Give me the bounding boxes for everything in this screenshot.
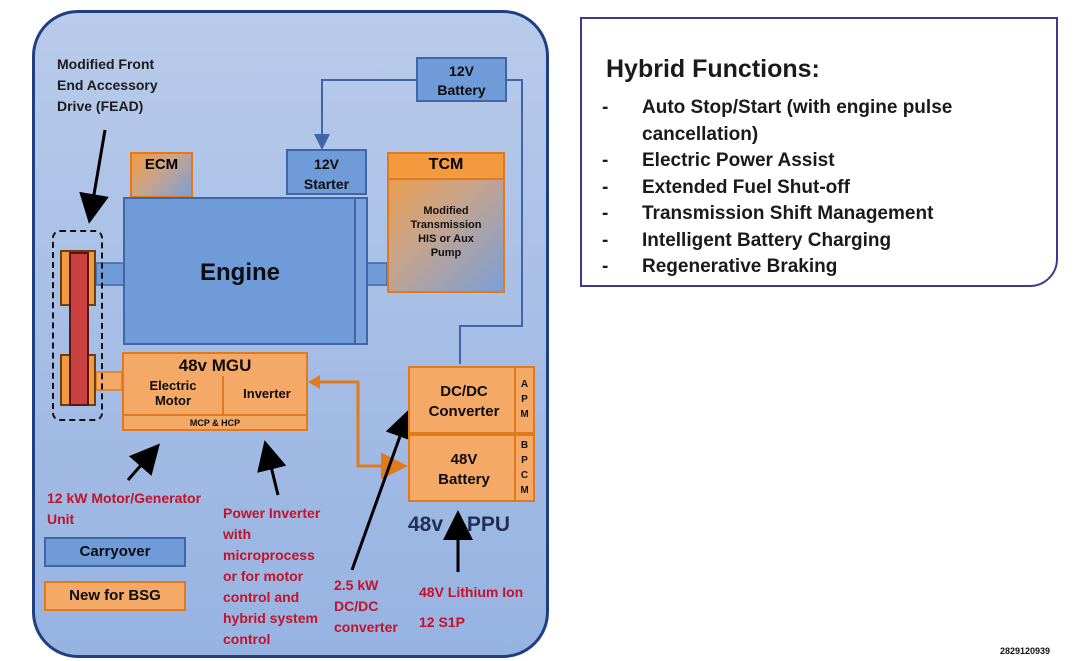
fead-belt [69,252,89,406]
hybrid-functions-title: Hybrid Functions: [606,55,820,83]
inverter-cell: Inverter [222,376,310,416]
battery-to-starter-line [314,79,417,150]
list-item: -Extended Fuel Shut-off [602,176,850,198]
legend-carryover: Carryover [44,537,186,567]
inverter-battery-link [312,380,408,480]
power-inverter-pointer [257,440,287,496]
fead-pointer [79,129,109,224]
fead-dashed-box [52,230,103,421]
list-item: -Intelligent Battery Charging [602,229,892,251]
legend-new-for-bsg: New for BSG [44,581,186,611]
engine-box: Engine [123,197,357,345]
battery-to-dcdc-line [459,79,523,364]
hybrid-functions-panel: Hybrid Functions: -Auto Stop/Start (with… [580,17,1058,287]
mcp-hcp-cell: MCP & HCP [124,414,306,433]
motor-gen-pointer [126,443,160,481]
inverter-arrowhead [308,375,320,389]
ecm-box: ECM [130,152,193,198]
list-item: -Regenerative Braking [602,256,838,277]
list-item: -Electric Power Assist [602,150,835,171]
engine-side-block [354,197,368,345]
ppu-label: 48v PPU [408,513,511,536]
dcdc-pointer [350,408,415,571]
figure-id: 2829120939 [1000,646,1051,656]
list-item: -Transmission Shift Management [602,203,934,224]
